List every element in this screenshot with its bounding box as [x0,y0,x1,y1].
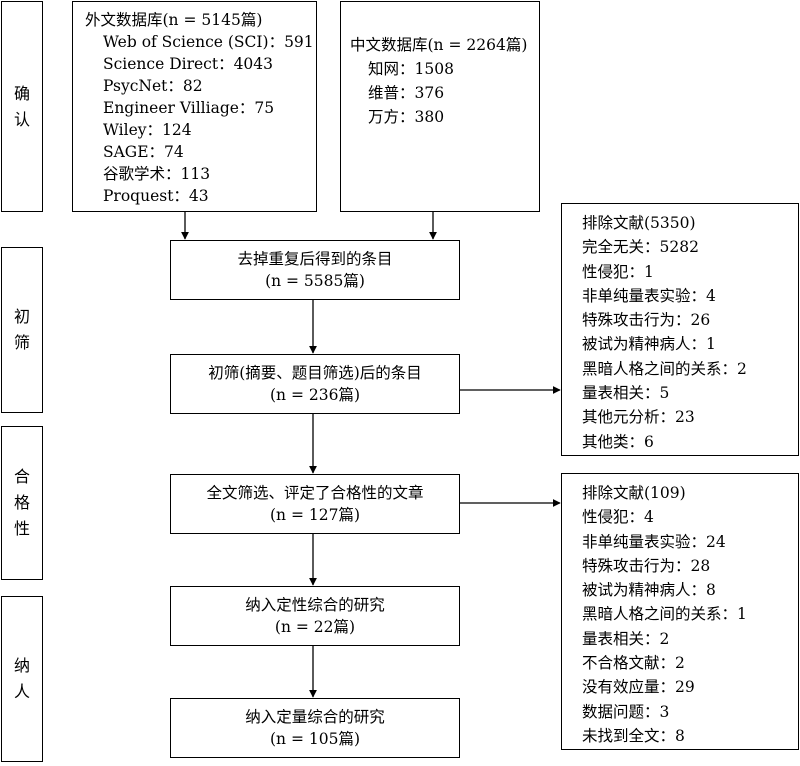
stage-label: 合格性 [13,467,30,538]
foreign-database-title: 外文数据库(n = 5145篇) [85,11,263,29]
full-text-screening-box: 全文筛选、评定了合格性的文章 (n = 127篇) [170,474,460,534]
exclusion-item: 特殊攻击行为：28 [582,556,711,575]
step-label: 全文筛选、评定了合格性的文章 [206,484,424,502]
exclusion-item: 其他元分析：23 [582,408,695,427]
exclusion-item: 性侵犯：4 [582,508,654,527]
stage-label: 初筛 [13,307,30,352]
step-count: (n = 127篇) [269,506,360,524]
exclusion-item: 未找到全文：8 [582,726,685,745]
exclusion-item: 其他类：6 [582,432,654,451]
step-count: (n = 5585篇) [265,272,365,290]
stage-label: 纳人 [13,656,30,701]
exclusion-item: 量表相关：5 [582,384,670,403]
exclusion-box-screening: 排除文献(5350) 完全无关：5282 性侵犯：1 非单纯量表实验：4 特殊攻… [561,203,799,456]
foreign-db-item: Web of Science (SCI)：591 [103,33,314,51]
exclusion-title: 排除文献(109) [582,484,686,502]
quantitative-synthesis-box: 纳入定量综合的研究 (n = 105篇) [170,698,460,758]
exclusion-item: 黑暗人格之间的关系：1 [582,605,747,624]
qualitative-synthesis-box: 纳入定性综合的研究 (n = 22篇) [170,586,460,646]
foreign-db-item: Proquest：43 [103,187,209,205]
step-label: 纳入定性综合的研究 [245,596,385,614]
step-count: (n = 236篇) [269,386,360,404]
exclusion-item: 非单纯量表实验：4 [582,286,716,305]
stage-label: 确认 [13,83,30,129]
step-count: (n = 22篇) [274,618,356,636]
step-count: (n = 105篇) [269,730,360,748]
foreign-db-item: SAGE：74 [103,143,184,161]
exclusion-item: 量表相关：2 [582,629,670,648]
step-label: 初筛(摘要、题目筛选)后的条目 [208,364,422,382]
stage-eligibility: 合格性 [1,426,43,580]
exclusion-item: 特殊攻击行为：26 [582,311,711,330]
chinese-database-box: 中文数据库(n = 2264篇) 知网：1508 维普：376 万方：380 [340,1,540,212]
step-label: 去掉重复后得到的条目 [237,250,393,268]
exclusion-item: 不合格文献：2 [582,654,685,673]
exclusion-title: 排除文献(5350) [582,214,696,232]
chinese-db-item: 维普：376 [368,84,445,102]
foreign-db-item: Science Direct：4043 [103,55,274,73]
foreign-db-item: PsycNet：82 [103,77,203,95]
chinese-db-item: 知网：1508 [368,60,454,78]
step-label: 纳入定量综合的研究 [245,708,385,726]
exclusion-item: 性侵犯：1 [582,262,654,281]
exclusion-box-eligibility: 排除文献(109) 性侵犯：4 非单纯量表实验：24 特殊攻击行为：28 被试为… [561,473,799,750]
chinese-db-item: 万方：380 [368,108,445,126]
chinese-database-title: 中文数据库(n = 2264篇) [350,36,528,54]
stage-screening: 初筛 [1,247,43,413]
exclusion-item: 被试为精神病人：8 [582,581,716,600]
exclusion-item: 没有效应量：29 [582,678,695,697]
exclusion-item: 完全无关：5282 [582,238,699,257]
foreign-db-item: 谷歌学术：113 [103,165,211,183]
stage-included: 纳人 [1,596,43,762]
initial-screening-box: 初筛(摘要、题目筛选)后的条目 (n = 236篇) [170,354,460,414]
foreign-db-item: Engineer Villiage：75 [103,99,275,117]
exclusion-item: 非单纯量表实验：24 [582,532,726,551]
foreign-db-item: Wiley：124 [103,121,192,139]
foreign-database-box: 外文数据库(n = 5145篇) Web of Science (SCI)：59… [72,1,317,212]
stage-confirm: 确认 [1,1,43,212]
exclusion-item: 数据问题：3 [582,702,670,721]
exclusion-item: 黑暗人格之间的关系：2 [582,359,747,378]
exclusion-item: 被试为精神病人：1 [582,335,716,354]
dedup-step-box: 去掉重复后得到的条目 (n = 5585篇) [170,240,460,300]
